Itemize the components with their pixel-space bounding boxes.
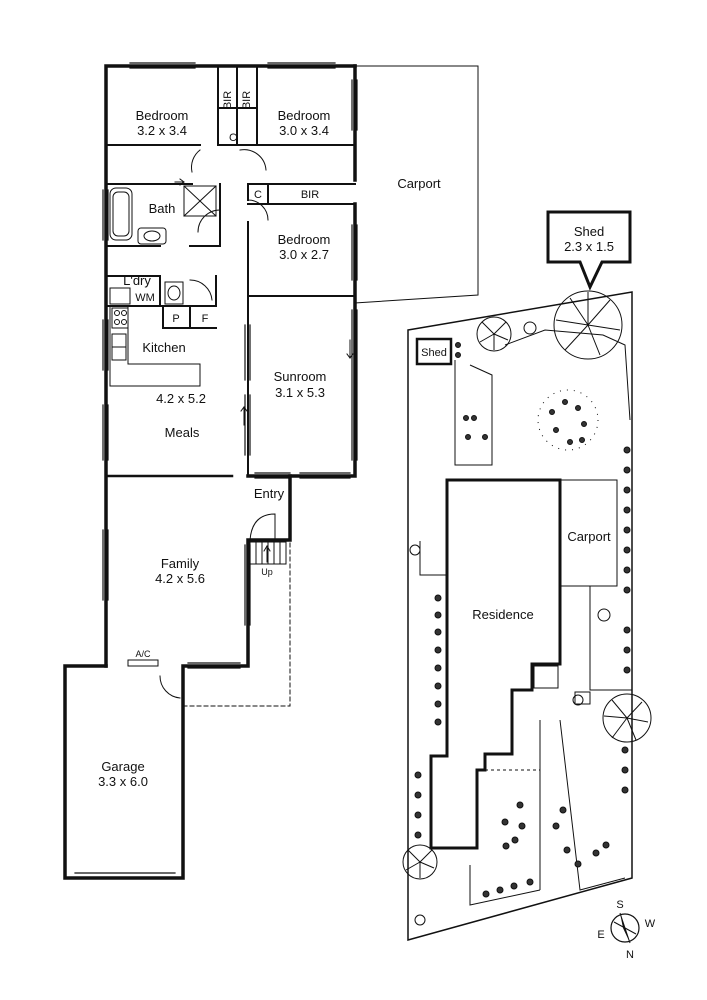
- kitchen-name: Kitchen: [142, 340, 185, 355]
- family-dims: 4.2 x 5.6: [155, 571, 205, 586]
- washing-machine-label: WM: [135, 292, 155, 304]
- bath-fixtures: [109, 185, 217, 245]
- tree-medium-2: [402, 844, 438, 880]
- shed-small: [415, 337, 453, 366]
- family-name: Family: [161, 556, 200, 571]
- cupboard-label-2: C: [254, 189, 262, 201]
- bedroom1-name: Bedroom: [136, 108, 189, 123]
- compass-east: E: [597, 929, 604, 941]
- floor-plan-labels: Bedroom 3.2 x 3.4 Bedroom 3.0 x 3.4 BIR …: [98, 91, 441, 789]
- compass-north: N: [626, 949, 634, 961]
- garage-name: Garage: [101, 759, 144, 774]
- carport-outline: [354, 65, 479, 304]
- bedroom3-dims: 3.0 x 2.7: [279, 247, 329, 262]
- ac-unit: [127, 659, 159, 667]
- site-dashed-path: [485, 735, 541, 771]
- sliding-door-arrows: [174, 178, 354, 426]
- meals-name: Meals: [165, 425, 200, 440]
- ac-label: A/C: [135, 649, 151, 659]
- floor-plan: [63, 62, 479, 880]
- pantry-label: P: [172, 313, 179, 325]
- interior-walls: [105, 65, 356, 477]
- sunroom-name: Sunroom: [274, 369, 327, 384]
- bir-label-1: BIR: [222, 91, 234, 109]
- bir-label-2: BIR: [241, 91, 253, 109]
- compass-west: W: [645, 918, 656, 930]
- shed-callout: [546, 210, 632, 291]
- door-swings: [159, 149, 276, 699]
- site-plan: [402, 210, 652, 941]
- cupboard-label-1: C: [229, 132, 237, 144]
- shed-callout-dims: 2.3 x 1.5: [564, 239, 614, 254]
- compass-ring: [610, 913, 640, 943]
- site-carport-label: Carport: [567, 529, 611, 544]
- residence-outline: [429, 478, 562, 850]
- shrubs: [409, 321, 631, 926]
- residence-porch: [533, 665, 591, 705]
- entry-stairs: [249, 541, 287, 565]
- shed-label: Shed: [421, 347, 447, 359]
- kitchen-meals-dims: 4.2 x 5.2: [156, 391, 206, 406]
- fridge-label: F: [202, 313, 209, 325]
- tree-ring: [537, 389, 599, 451]
- bedroom1-dims: 3.2 x 3.4: [137, 123, 187, 138]
- exterior-walls: [63, 64, 357, 880]
- carport-name: Carport: [397, 176, 441, 191]
- entry-name: Entry: [254, 486, 285, 501]
- property-boundary: [407, 291, 633, 941]
- site-plan-labels: Shed 2.3 x 1.5 Shed Carport Residence: [421, 224, 614, 622]
- garage-dims: 3.3 x 6.0: [98, 774, 148, 789]
- shed-callout-name: Shed: [574, 224, 604, 239]
- dashed-path: [182, 539, 291, 707]
- stairs-up-label: Up: [261, 567, 273, 577]
- laundry-fixtures: [109, 281, 184, 305]
- tree-large-2: [602, 693, 652, 743]
- bedroom2-dims: 3.0 x 3.4: [279, 123, 329, 138]
- compass: S W E N: [597, 899, 655, 961]
- kitchen-fixtures: [109, 305, 201, 387]
- tree-large-1: [553, 290, 623, 360]
- bir-label-3: BIR: [301, 189, 319, 201]
- bedroom2-name: Bedroom: [278, 108, 331, 123]
- bedroom3-name: Bedroom: [278, 232, 331, 247]
- windows: [74, 62, 358, 879]
- site-paths: [419, 329, 632, 906]
- bath-name: Bath: [149, 201, 176, 216]
- laundry-name: L'dry: [123, 273, 151, 288]
- compass-south: S: [616, 899, 623, 911]
- residence-label: Residence: [472, 607, 533, 622]
- tree-medium-1: [476, 316, 512, 352]
- sunroom-dims: 3.1 x 5.3: [275, 385, 325, 400]
